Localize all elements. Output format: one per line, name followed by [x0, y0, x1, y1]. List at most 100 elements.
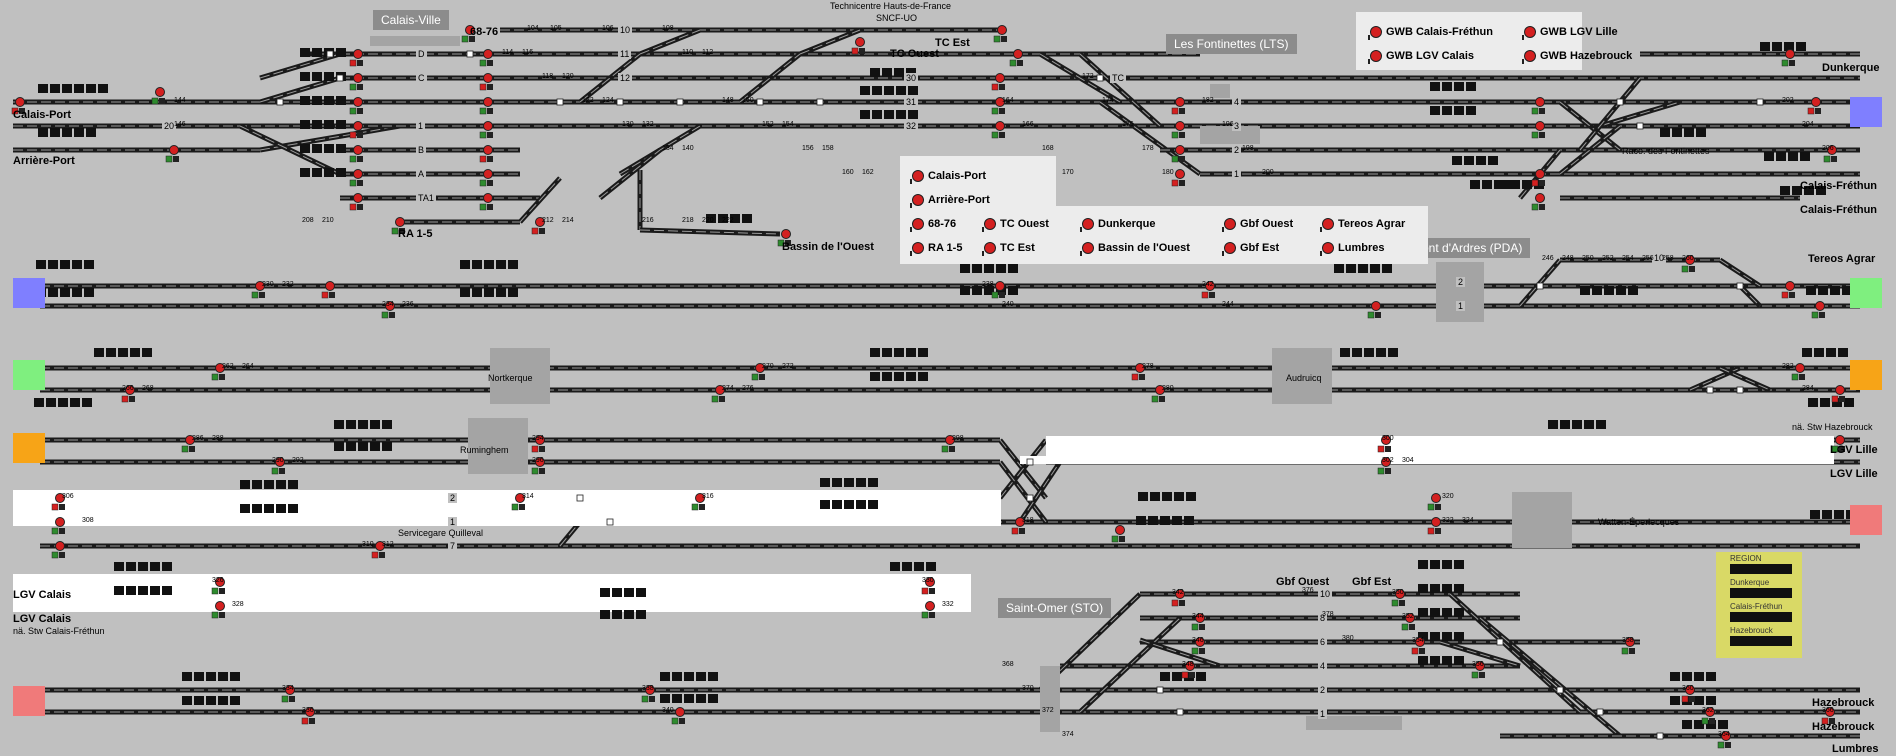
station-calais-ville[interactable]: Calais-Ville [373, 10, 449, 30]
block-display [1604, 286, 1614, 295]
block-display [1814, 348, 1824, 357]
zone-marker-red-right[interactable] [1850, 505, 1882, 535]
signal-aspect [1539, 180, 1545, 186]
place-lgv-lille-1[interactable]: LGV Lille [1830, 444, 1878, 456]
signal-aspect [759, 374, 765, 380]
block-display [86, 128, 96, 137]
route-tc-est-button[interactable]: TC Est [982, 242, 1035, 256]
route-gbf-est-button[interactable]: Gbf Est [1222, 242, 1279, 256]
signal-number: 248 [1562, 255, 1574, 262]
place-dunkerque[interactable]: Dunkerque [1822, 62, 1880, 74]
signal-aspect [1385, 468, 1391, 474]
place-calais-port[interactable]: Calais-Port [13, 109, 72, 121]
signal-lamp [695, 493, 705, 503]
region-item-calais-frethun[interactable]: Calais-Fréthun [1730, 602, 1783, 611]
turnout-marker [1536, 282, 1544, 290]
route-gbf-ouest-button[interactable]: Gbf Ouest [1222, 218, 1293, 232]
route-calais-port-button[interactable]: Calais-Port [910, 170, 986, 184]
block-display [1592, 286, 1602, 295]
block-display [46, 398, 56, 407]
block-display [1776, 152, 1786, 161]
gwb-hazebrouck-button[interactable]: GWB Hazebrouck [1522, 50, 1632, 64]
signal-aspect [349, 59, 357, 67]
signal-number: 308 [82, 517, 94, 524]
signal-aspect [1539, 132, 1545, 138]
track-segment-inner [1719, 367, 1771, 391]
place-hazebrouck-2[interactable]: Hazebrouck [1812, 721, 1875, 733]
place-gbf-ouest[interactable]: Gbf Ouest [1276, 576, 1330, 588]
place-bassin[interactable]: Bassin de l'Ouest [782, 241, 874, 253]
place-arriere-port[interactable]: Arrière-Port [13, 155, 75, 167]
signal-aspect [531, 227, 539, 235]
block-display [984, 264, 994, 273]
zone-marker-red-left[interactable] [13, 686, 45, 716]
block-display [300, 96, 310, 105]
place-hazebrouck-1[interactable]: Hazebrouck [1812, 697, 1875, 709]
place-calais-frethun-2[interactable]: Calais-Fréthun [1800, 204, 1878, 216]
signal-aspect [487, 180, 493, 186]
route-arriere-port-button[interactable]: Arrière-Port [910, 194, 990, 208]
place-tc-ouest[interactable]: TC Ouest [890, 48, 939, 60]
station-saint-omer[interactable]: Saint-Omer (STO) [998, 598, 1112, 618]
route-bassin-button[interactable]: Bassin de l'Ouest [1080, 242, 1190, 256]
gwb-calais-frethun-button[interactable]: GWB Calais-Fréthun [1368, 26, 1493, 40]
place-lumbres[interactable]: Lumbres [1832, 743, 1879, 755]
block-display [300, 48, 310, 57]
turnout-marker [676, 98, 684, 106]
route-tereos-button[interactable]: Tereos Agrar [1320, 218, 1405, 232]
place-gbf-est[interactable]: Gbf Est [1352, 576, 1392, 588]
block-display [336, 168, 346, 177]
route-dunkerque-button[interactable]: Dunkerque [1080, 218, 1155, 232]
route-6876-button[interactable]: 68-76 [910, 218, 956, 232]
signal-number: 338 [642, 685, 654, 692]
signal-aspect [1151, 395, 1159, 403]
block-display [906, 372, 916, 381]
place-lgv-calais-1[interactable]: LGV Calais [13, 589, 72, 601]
block-display [162, 586, 172, 595]
zone-marker-orange-left[interactable] [13, 433, 45, 463]
place-lgv-calais-2[interactable]: LGV Calais [13, 613, 72, 625]
signal-aspect [479, 131, 487, 139]
station-pont-dardres[interactable]: Pont d'Ardres (PDA) [1406, 238, 1531, 258]
block-display [1418, 584, 1428, 593]
signal-aspect [189, 446, 195, 452]
block-display [312, 96, 322, 105]
gwb-lgv-lille-button[interactable]: GWB LGV Lille [1522, 26, 1618, 40]
track-segment-inner [1039, 53, 1121, 103]
signal-aspect [531, 445, 539, 453]
region-item-dunkerque[interactable]: Dunkerque [1730, 578, 1770, 587]
signal-lamp [1535, 193, 1545, 203]
zone-marker-green-left[interactable] [13, 360, 45, 390]
region-item-hazebrouck[interactable]: Hazebrouck [1730, 626, 1773, 635]
route-tc-ouest-button[interactable]: TC Ouest [982, 218, 1049, 232]
place-lgv-lille-2[interactable]: LGV Lille [1830, 468, 1878, 480]
block-display [72, 260, 82, 269]
signal-aspect [357, 180, 363, 186]
signal-number: 182 [1202, 97, 1214, 104]
block-display [240, 504, 250, 513]
track-label-p1: 1 [1456, 301, 1466, 311]
place-stw-hazebrouck: nä. Stw Hazebrouck [1792, 422, 1873, 432]
block-display [832, 478, 842, 487]
place-calais-frethun-1[interactable]: Calais-Fréthun [1800, 180, 1878, 192]
route-ra15-button[interactable]: RA 1-5 [910, 242, 962, 256]
zone-marker-green-right[interactable] [1850, 278, 1882, 308]
signal-lamp [1811, 97, 1821, 107]
signal-number: 198 [1242, 145, 1254, 152]
place-tereos[interactable]: Tereos Agrar [1808, 253, 1876, 265]
zone-marker-blue-right[interactable] [1850, 97, 1882, 127]
place-ra15[interactable]: RA 1-5 [398, 228, 433, 240]
zone-marker-orange-right[interactable] [1850, 360, 1882, 390]
zone-marker-blue-left[interactable] [13, 278, 45, 308]
station-fontinettes[interactable]: Les Fontinettes (LTS) [1166, 34, 1297, 54]
route-lumbres-button[interactable]: Lumbres [1320, 242, 1384, 256]
block-display [1796, 42, 1806, 51]
signal-lamp [1535, 169, 1545, 179]
place-tc-est[interactable]: TC Est [935, 37, 970, 49]
gwb-lgv-calais-button[interactable]: GWB LGV Calais [1368, 50, 1474, 64]
place-6876[interactable]: 68-76 [470, 26, 499, 38]
block-display [860, 86, 870, 95]
block-display [300, 144, 310, 153]
signal-lamp [285, 685, 295, 695]
